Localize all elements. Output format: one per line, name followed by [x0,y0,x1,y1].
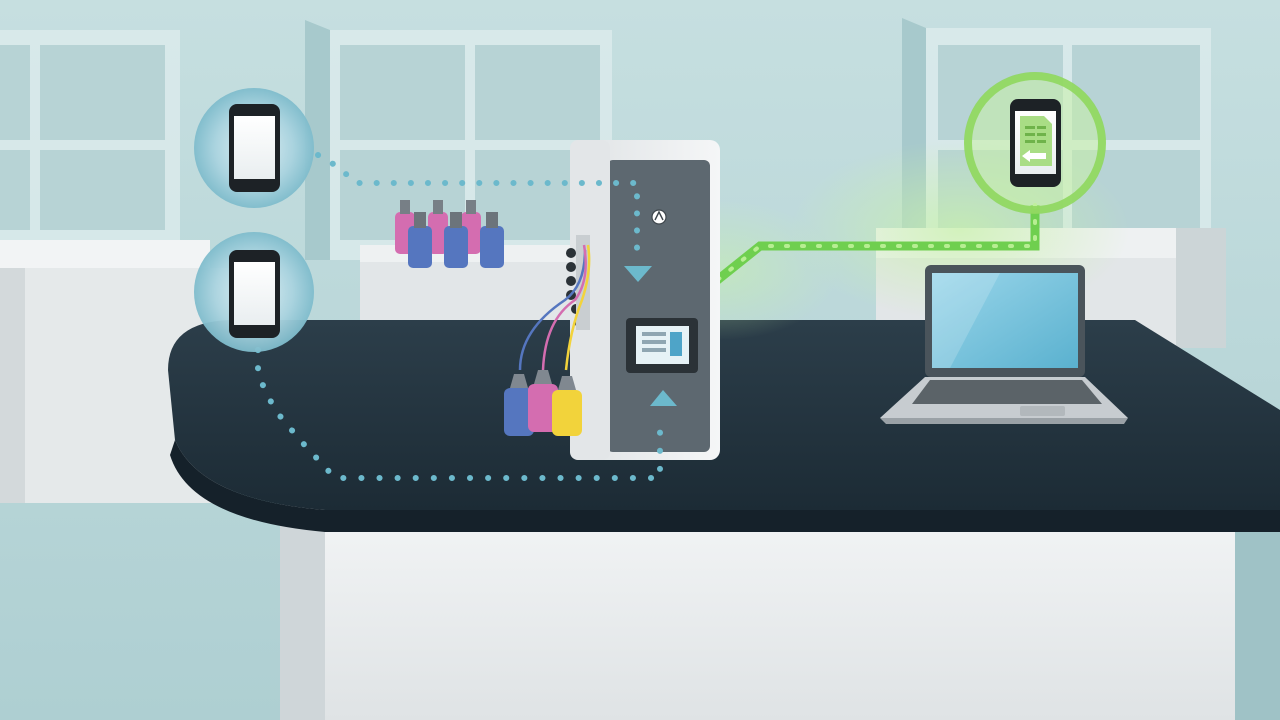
counter-cabinet [280,500,1235,720]
data-flow-path-top [315,152,640,265]
arrow-down-icon [624,266,652,282]
smartphone-icon [229,104,280,192]
smartphone-bubble-top [194,88,314,208]
window-left [0,30,180,240]
dispensing-device [518,140,720,460]
smartphone-icon [229,250,280,338]
arrow-up-icon [650,390,677,406]
reagent-bottles-back [395,200,504,268]
document-transfer-icon [1020,116,1052,166]
laptop-icon [880,265,1128,424]
power-logo-icon [651,209,667,225]
smartphone-bubble-transfer [964,72,1106,214]
reagent-bottles-front [504,370,582,436]
smartphone-bubble-bottom [194,232,314,352]
